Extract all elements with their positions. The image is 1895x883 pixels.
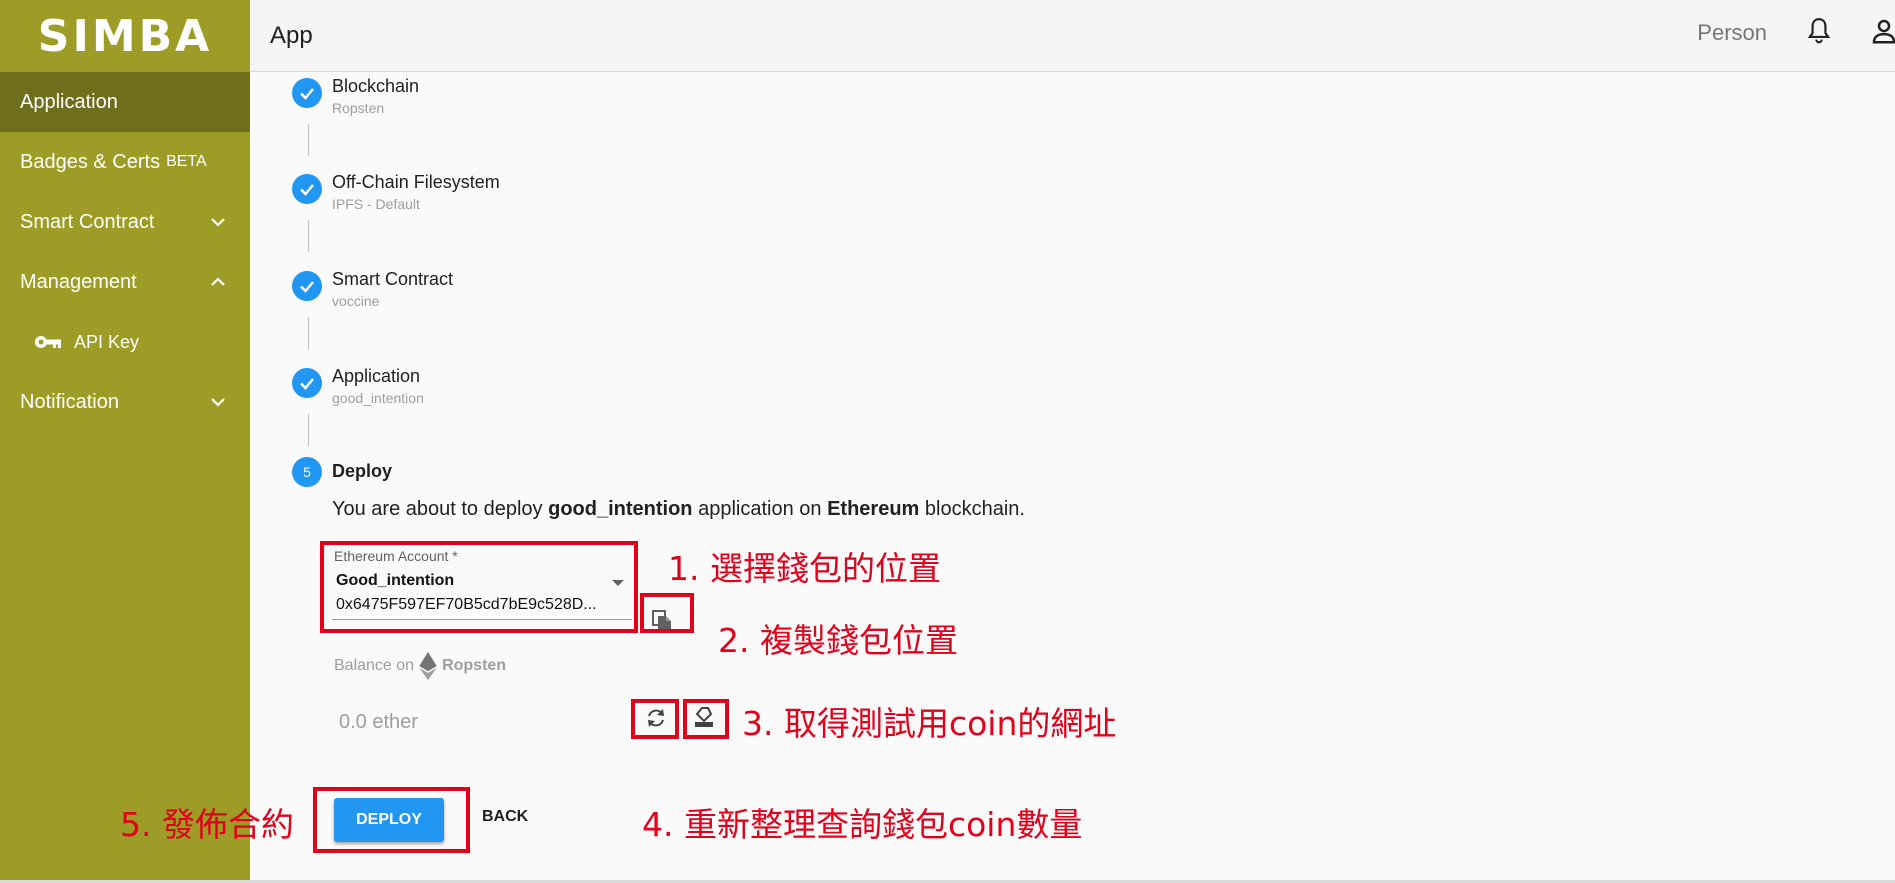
copy-address-button[interactable] [642, 602, 682, 638]
sidebar-item-api-key[interactable]: API Key [0, 312, 250, 372]
ethereum-account-select[interactable]: Ethereum Account * Good_intention 0x6475… [332, 546, 632, 620]
step-title: Off-Chain Filesystem [332, 172, 500, 192]
step-connector [308, 124, 309, 156]
step-connector [308, 317, 309, 349]
page-title: App [270, 21, 313, 49]
step-number: 5 [292, 457, 322, 487]
account-address: 0x6475F597EF70B5cd7bE9c528D... [336, 596, 597, 613]
balance-label-text: Balance on [334, 657, 415, 674]
ethereum-icon [419, 652, 437, 680]
text-segment: application on [692, 498, 828, 520]
step-subtitle: IPFS - Default [332, 196, 420, 212]
annotation-note-5: 5. 發佈合約 [120, 805, 294, 844]
sidebar: SIMBA Application Badges & Certs BETA Sm… [0, 0, 250, 883]
step-subtitle: Ropsten [332, 100, 385, 116]
text-segment: You are about to deploy [332, 498, 549, 520]
check-icon [292, 271, 322, 301]
step-subtitle: voccine [332, 293, 380, 309]
balance-network: Ropsten [442, 657, 507, 674]
user-name[interactable]: Person [1697, 20, 1767, 45]
copy-icon [652, 610, 671, 630]
sidebar-item-label: Application [20, 90, 118, 113]
annotation-box-account [320, 541, 638, 633]
step-title: Smart Contract [332, 269, 454, 289]
sidebar-item-label: Management [20, 270, 137, 293]
refresh-balance-button[interactable] [636, 700, 676, 736]
chevron-down-icon [211, 218, 225, 227]
chain-name: Ethereum [827, 498, 920, 520]
logo: SIMBA [37, 10, 213, 62]
top-bar: App Person [250, 0, 1895, 72]
back-button[interactable]: BACK [482, 808, 529, 825]
bell-icon[interactable] [1806, 16, 1832, 46]
deploy-button[interactable]: DEPLOY [334, 798, 444, 842]
balance-label: Balance on Ropsten [334, 652, 506, 680]
sidebar-item-label: Smart Contract [20, 210, 155, 233]
check-icon [292, 78, 322, 108]
dropdown-arrow-icon [612, 580, 624, 586]
sidebar-item-badges-certs[interactable]: Badges & Certs BETA [0, 132, 250, 192]
beta-badge: BETA [166, 153, 207, 170]
annotation-box-faucet [683, 699, 729, 739]
field-label: Ethereum Account * [334, 548, 458, 564]
step-title: Application [332, 366, 421, 386]
key-icon [35, 336, 61, 348]
step-connector [308, 414, 309, 446]
main-content: Blockchain Ropsten Off-Chain Filesystem … [250, 72, 1895, 883]
annotation-box-refresh [631, 699, 679, 739]
sidebar-item-management[interactable]: Management [0, 252, 250, 312]
sidebar-item-label: Badges & Certs [20, 150, 161, 173]
sidebar-item-notification[interactable]: Notification [0, 372, 250, 432]
step-connector [308, 220, 309, 252]
text-segment: blockchain. [919, 498, 1025, 520]
annotation-note-3: 3. 取得測試用coin的網址 [742, 704, 1117, 743]
step-title: Deploy [332, 461, 393, 481]
annotation-note-1: 1. 選擇錢包的位置 [668, 549, 941, 588]
account-icon[interactable] [1869, 16, 1895, 46]
step-subtitle: good_intention [332, 390, 424, 406]
check-icon [292, 174, 322, 204]
deploy-description: You are about to deploy good_intention a… [332, 498, 1025, 521]
account-name: Good_intention [336, 572, 455, 589]
annotation-note-2: 2. 複製錢包位置 [718, 621, 958, 660]
annotation-box-deploy [313, 787, 470, 853]
step-title: Blockchain [332, 76, 420, 96]
bottom-border [0, 880, 1895, 883]
check-icon [292, 368, 322, 398]
chevron-up-icon [211, 277, 225, 286]
annotation-box-copy [640, 593, 694, 633]
annotation-note-4: 4. 重新整理查詢錢包coin數量 [642, 805, 1083, 844]
chevron-down-icon [211, 398, 225, 407]
faucet-icon [695, 707, 713, 727]
sidebar-item-smart-contract[interactable]: Smart Contract [0, 192, 250, 252]
sidebar-item-label: Notification [20, 390, 119, 413]
faucet-link-button[interactable] [684, 700, 724, 736]
sidebar-item-application[interactable]: Application [0, 72, 250, 132]
sidebar-item-label: API Key [74, 331, 140, 352]
app-name: good_intention [548, 498, 693, 520]
refresh-icon [648, 709, 664, 727]
balance-value: 0.0 ether [339, 711, 418, 733]
